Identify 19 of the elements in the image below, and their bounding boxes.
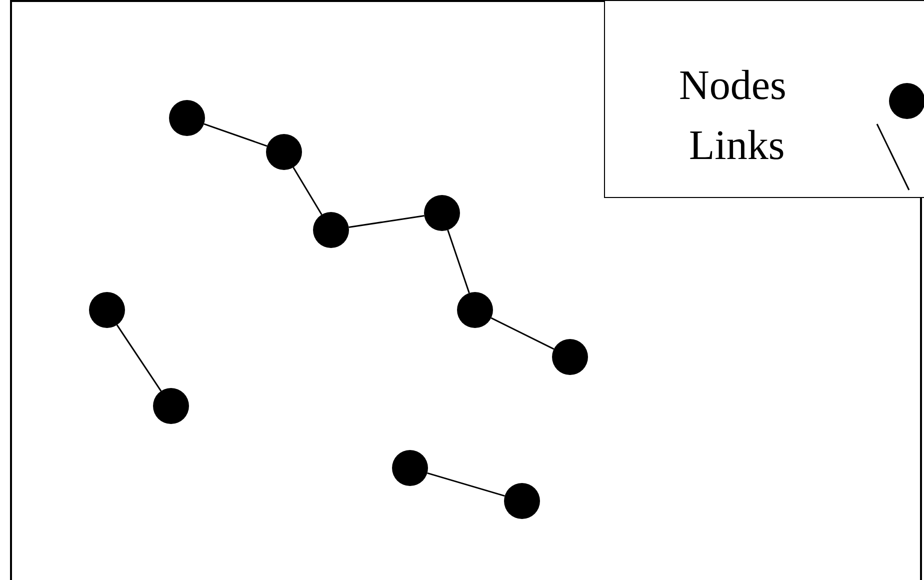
node-dot <box>457 292 493 328</box>
node-dot <box>504 483 540 519</box>
node-dot <box>266 134 302 170</box>
node-dot <box>424 195 460 231</box>
link-line <box>204 123 268 147</box>
node-dot <box>552 339 588 375</box>
link-line <box>447 230 470 294</box>
link-line <box>348 214 424 228</box>
node-dot <box>153 388 189 424</box>
legend-label: Nodes <box>679 62 786 110</box>
link-line <box>490 317 554 350</box>
link-line <box>116 324 162 392</box>
node-dot <box>89 292 125 328</box>
node-dot <box>313 212 349 248</box>
link-line <box>292 167 322 215</box>
node-dot <box>392 450 428 486</box>
node-dot <box>169 100 205 136</box>
legend-label: Links <box>689 122 785 170</box>
link-line <box>427 472 505 497</box>
